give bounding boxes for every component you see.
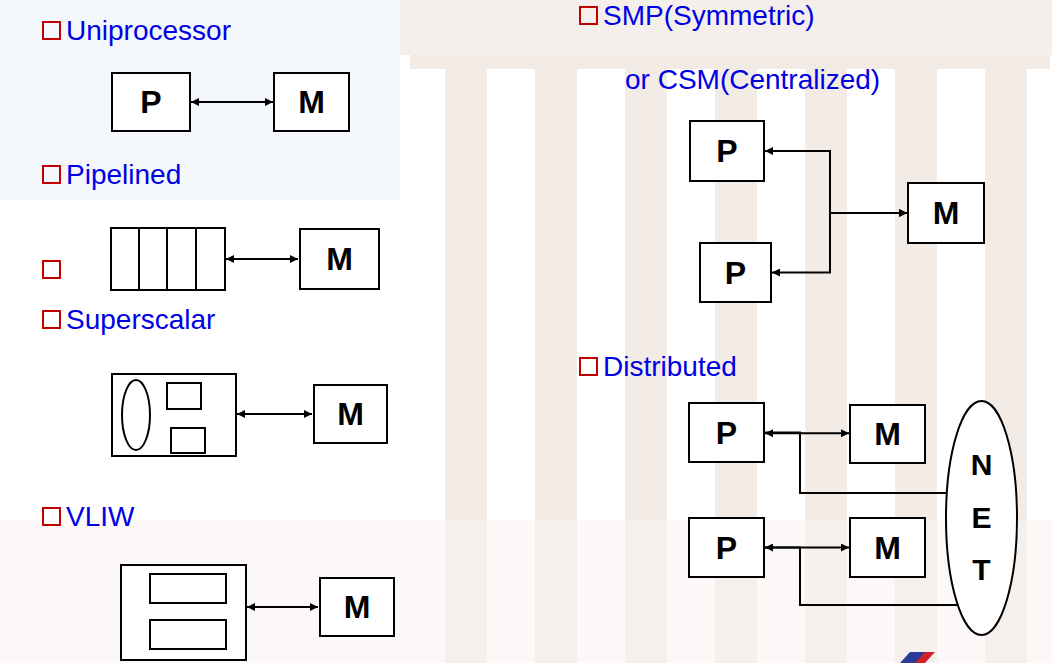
box-label: M xyxy=(874,530,901,566)
processor-box: P xyxy=(688,517,765,578)
box-label: M xyxy=(326,241,353,277)
processor-box: P xyxy=(111,72,191,132)
box-label: P xyxy=(716,133,737,169)
section-heading: Pipelined xyxy=(66,159,181,191)
memory-box: M xyxy=(907,182,985,244)
processor-box: P xyxy=(689,120,765,182)
connector-arrow xyxy=(191,101,273,103)
network-oval: NET xyxy=(945,400,1018,636)
box-label: P xyxy=(716,530,737,566)
connector-arrow xyxy=(772,213,907,273)
box-label: M xyxy=(337,396,364,432)
box-label: M xyxy=(874,416,901,452)
memory-box: M xyxy=(849,517,926,578)
memory-box: M xyxy=(273,72,350,132)
memory-box: M xyxy=(299,228,380,290)
box-label: M xyxy=(933,195,960,231)
section-heading: or CSM(Centralized) xyxy=(625,64,880,96)
section-heading: SMP(Symmetric) xyxy=(603,0,815,32)
section-heading: VLIW xyxy=(66,501,134,533)
network-label: NET xyxy=(967,439,997,597)
section-heading: Distributed xyxy=(603,351,737,383)
box-label: P xyxy=(725,255,746,291)
processor-box: P xyxy=(688,402,765,463)
box-label: P xyxy=(140,84,161,120)
section-heading: Superscalar xyxy=(66,304,215,336)
corner-logo xyxy=(900,652,935,663)
connector-arrow xyxy=(765,151,907,213)
box-label: P xyxy=(716,415,737,451)
section-heading: Uniprocessor xyxy=(66,15,231,47)
bullet-squares xyxy=(43,7,597,525)
processor-figures xyxy=(111,228,246,660)
box-label: M xyxy=(298,84,325,120)
memory-arrows xyxy=(226,259,318,607)
memory-box: M xyxy=(313,384,388,444)
processor-box: P xyxy=(699,242,772,303)
box-label: M xyxy=(344,589,371,625)
memory-box: M xyxy=(319,577,395,637)
memory-box: M xyxy=(849,404,926,464)
